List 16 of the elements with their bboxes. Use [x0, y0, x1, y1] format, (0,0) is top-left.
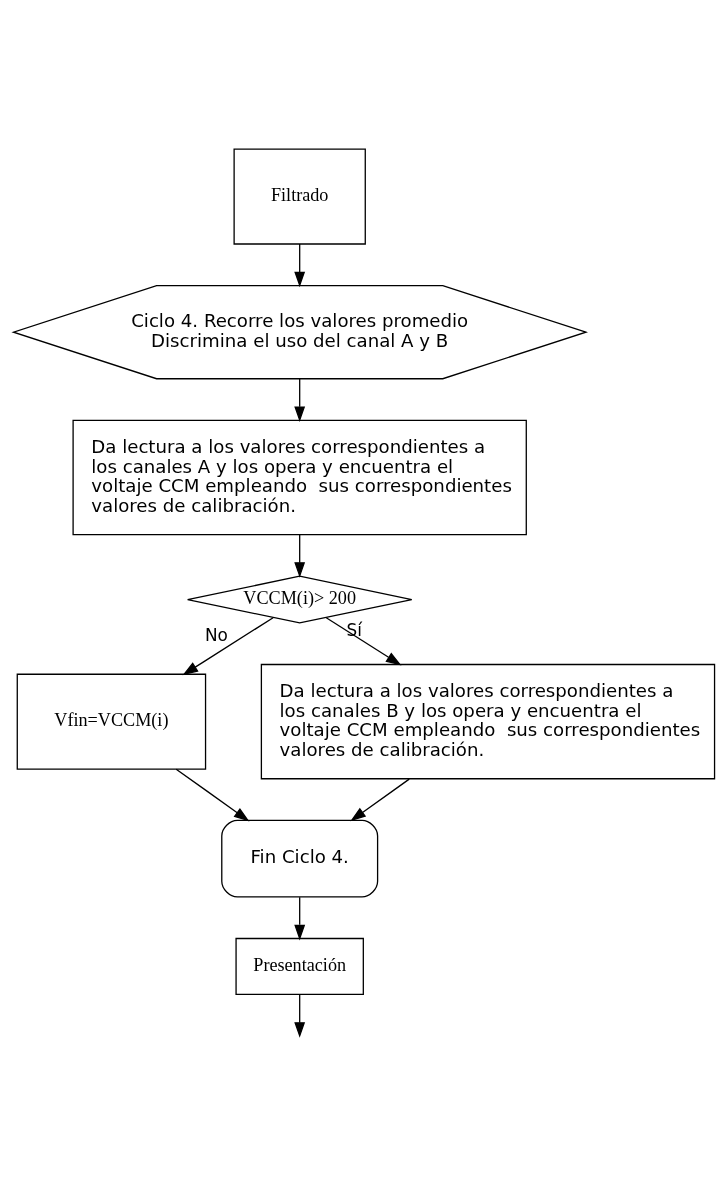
arrow: [294, 378, 306, 423]
arrow: [294, 534, 306, 578]
node-box: Da lectura a los valores correspondientes a los canales B y los opera y encuentra el voltaje CCM empleando sus correspondientes valores de calibración.: [260, 663, 716, 780]
arrow: [175, 768, 250, 822]
arrow: [294, 896, 306, 941]
arrow: [325, 617, 402, 666]
node-box: Presentación: [235, 937, 364, 995]
node-box: Filtrado: [233, 148, 366, 245]
arrow: [294, 243, 306, 288]
arrow: [294, 994, 306, 1038]
node-box: Vfin=VCCM(i): [16, 673, 207, 770]
arrow: [182, 617, 274, 676]
node-box: Da lectura a los valores correspondientes a los canales A y los opera y encuentra el voltaje CCM empleando sus correspondientes valores de calibración.: [72, 419, 527, 536]
edge-label: No: [204, 625, 228, 646]
node-box: Fin Ciclo 4.: [221, 819, 379, 898]
arrow: [350, 778, 410, 822]
